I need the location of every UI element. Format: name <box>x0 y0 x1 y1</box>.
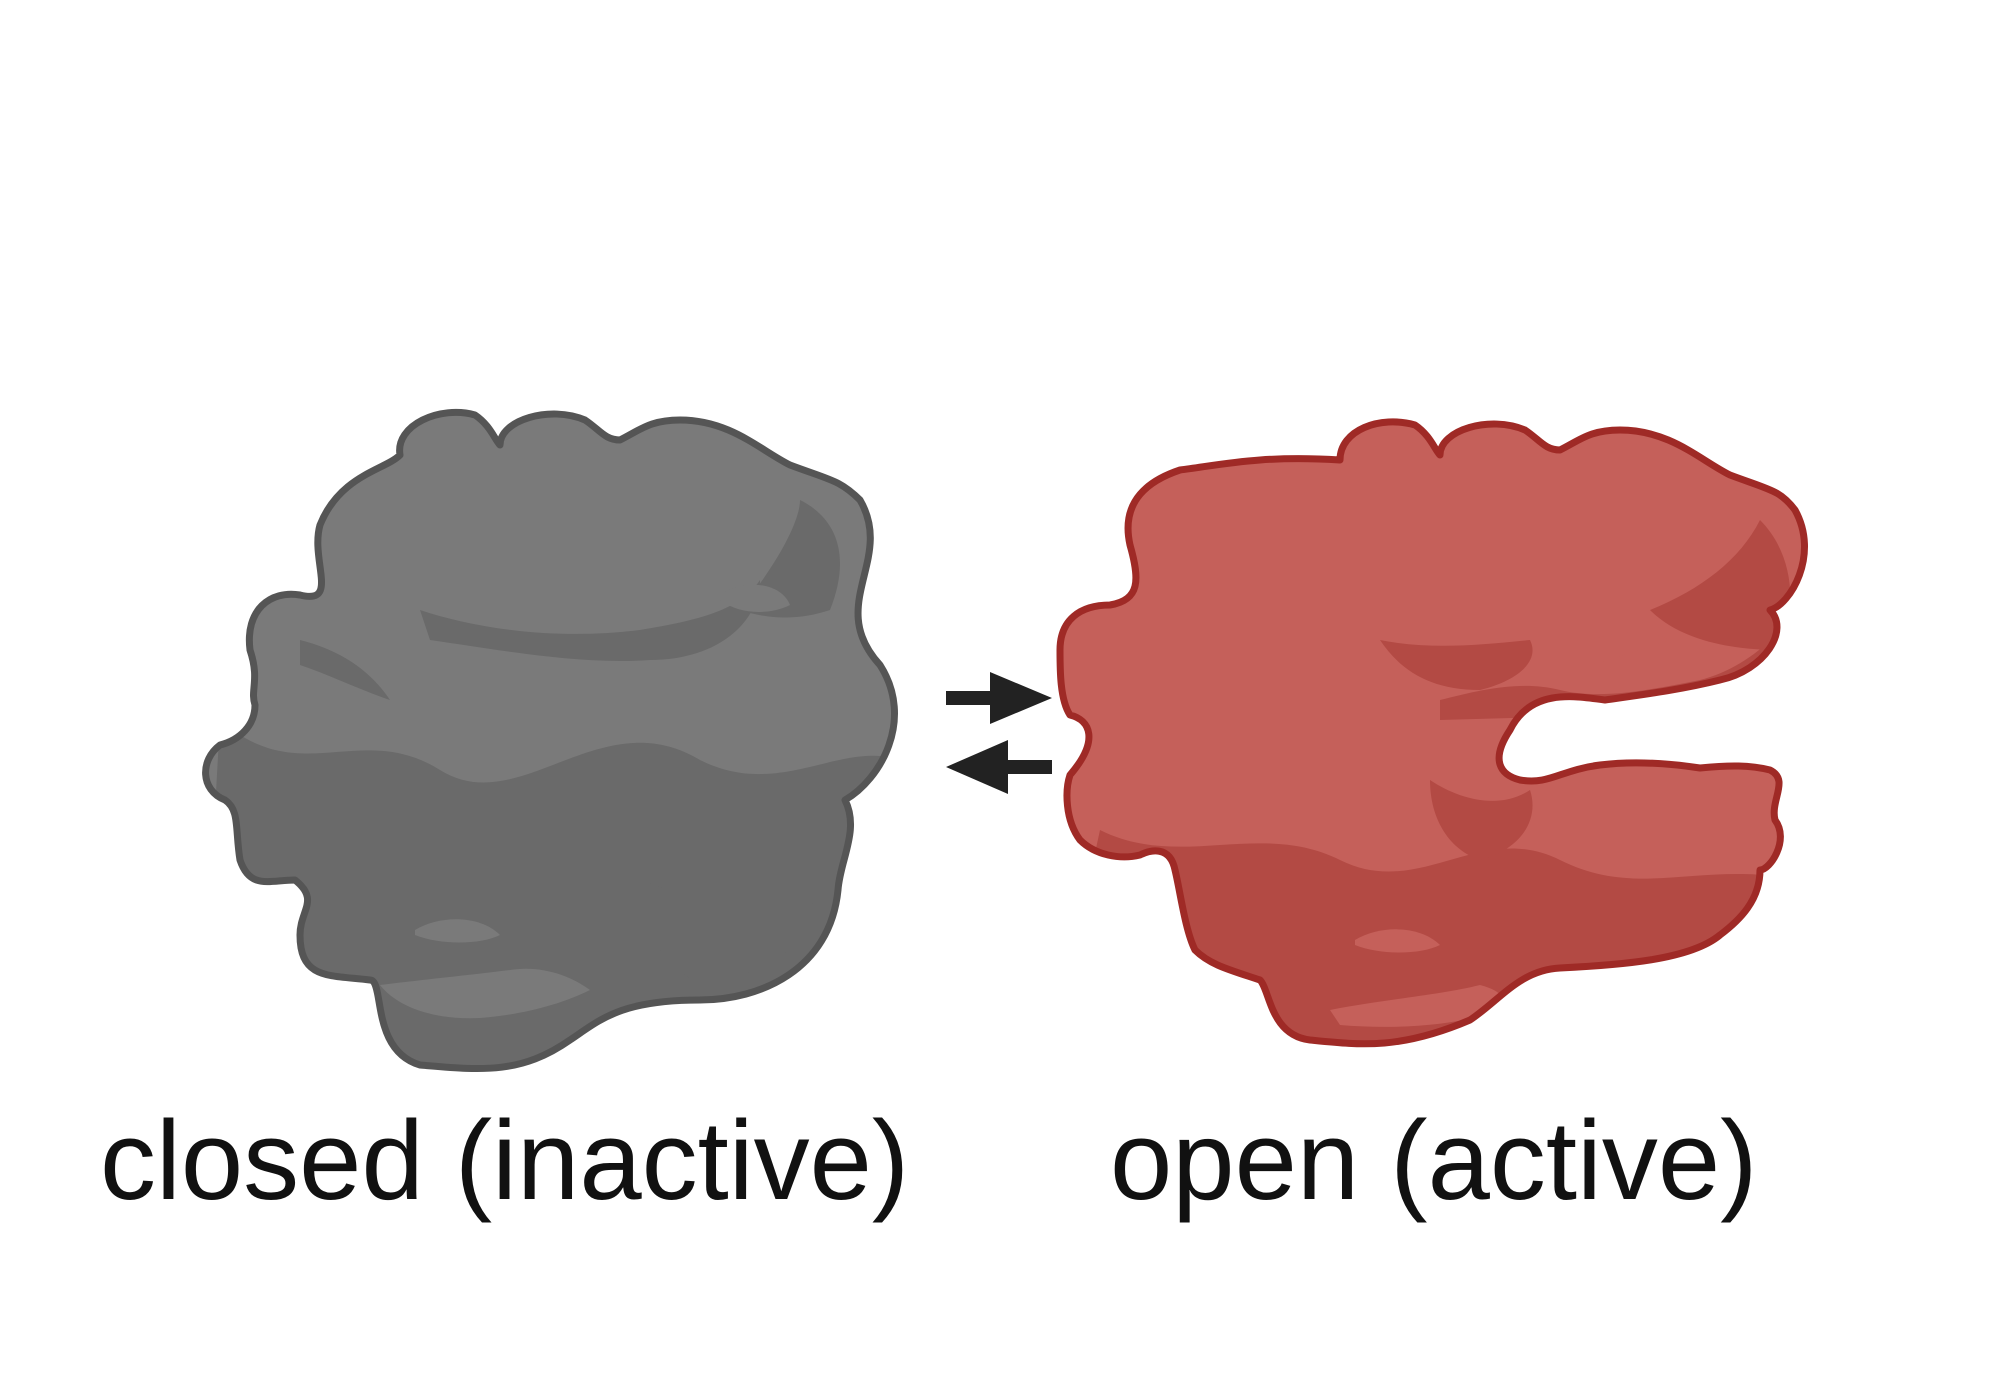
closed-state-label: closed (inactive) <box>100 1098 910 1223</box>
equilibrium-arrows-icon <box>946 672 1052 794</box>
closed-protein-shape <box>202 408 898 1072</box>
open-state-label: open (active) <box>1110 1098 1758 1223</box>
closed-protein-outline <box>202 408 898 1072</box>
open-protein-shape <box>1056 418 1808 1048</box>
open-protein-outline <box>1056 418 1808 1048</box>
